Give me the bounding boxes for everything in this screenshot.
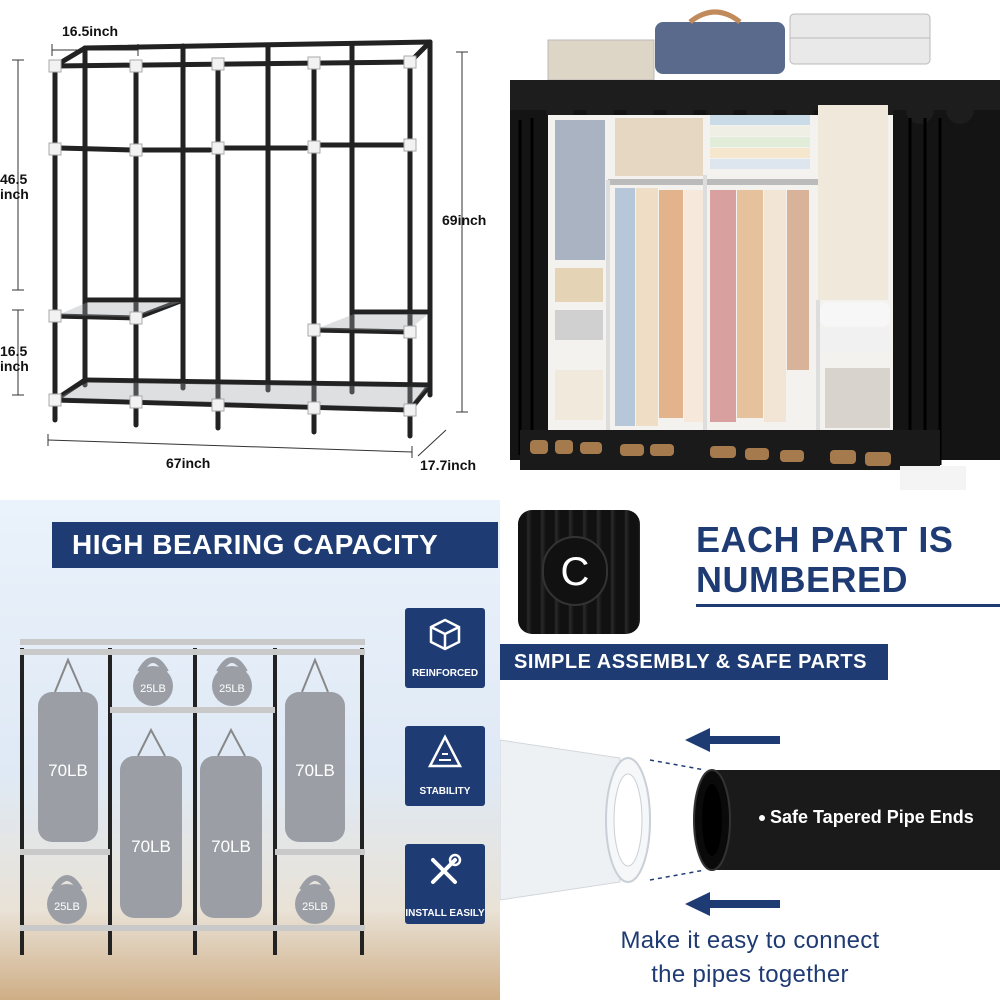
- heading-underline: [696, 604, 1000, 607]
- caption-line-1: Make it easy to connect: [620, 927, 880, 954]
- feature-install-label: INSTALL EASILY: [405, 908, 485, 919]
- reinforced-cube-icon: [429, 618, 461, 651]
- numbered-heading: EACH PART IS NUMBERED: [696, 519, 954, 600]
- caption-line-2: the pipes together: [651, 961, 849, 988]
- kettlebell-weight-label-2: 25LB: [219, 683, 245, 695]
- part-letter: C: [560, 550, 590, 594]
- kettlebell-weight-label-3: 25LB: [54, 901, 80, 913]
- assembly-banner: SIMPLE ASSEMBLY & SAFE PARTS: [500, 644, 888, 680]
- capacity-panel: HIGH BEARING CAPACITY: [0, 500, 500, 1000]
- bag-weight-label-1: 70LB: [48, 761, 88, 780]
- total-height-label: 69inch: [442, 212, 487, 228]
- wardrobe-frame-drawing: [12, 39, 468, 458]
- depth-label: 17.7inch: [420, 457, 477, 473]
- wardrobe-product-photo: [510, 9, 1000, 490]
- capacity-frame-illustration: 25LB 25LB 25LB 25LB 70LB 70LB 70LB 70LB: [20, 639, 365, 955]
- capacity-banner: HIGH BEARING CAPACITY: [52, 522, 498, 568]
- upper-height-label: 46.5 inch: [0, 171, 29, 202]
- top-width-label: 16.5inch: [62, 23, 119, 39]
- feature-reinforced: REINFORCED: [405, 608, 485, 688]
- feature-stability-label: STABILITY: [419, 786, 471, 797]
- feature-reinforced-label: REINFORCED: [411, 668, 479, 679]
- bag-weight-label-4: 70LB: [295, 761, 335, 780]
- total-width-label: 67inch: [166, 455, 211, 471]
- bag-weight-label-2: 70LB: [131, 837, 171, 856]
- tools-wrench-screwdriver-icon: [431, 853, 462, 884]
- fabric-part-tag-photo: C: [518, 510, 640, 634]
- pipe-ends-label: Safe Tapered Pipe Ends: [770, 807, 974, 827]
- bag-weight-label-3: 70LB: [211, 837, 251, 856]
- dimension-diagram-panel: 16.5inch 46.5 inch 16.5 inch 69inch 67in…: [0, 0, 500, 500]
- kettlebell-weight-label-1: 25LB: [140, 683, 166, 695]
- assembly-panel: C EACH PART IS NUMBERED SIMPLE ASSEMBLY …: [500, 500, 1000, 1000]
- lower-height-label: 16.5 inch: [0, 343, 29, 374]
- part-letter-badge: C: [542, 536, 608, 606]
- pipe-connection-illustration: [500, 728, 1000, 916]
- feature-install-easily: INSTALL EASILY: [405, 844, 485, 924]
- stability-triangle-icon: [427, 734, 463, 768]
- feature-stability: STABILITY: [405, 726, 485, 806]
- wardrobe-photo-panel: [500, 0, 1000, 500]
- kettlebell-weight-label-4: 25LB: [302, 901, 328, 913]
